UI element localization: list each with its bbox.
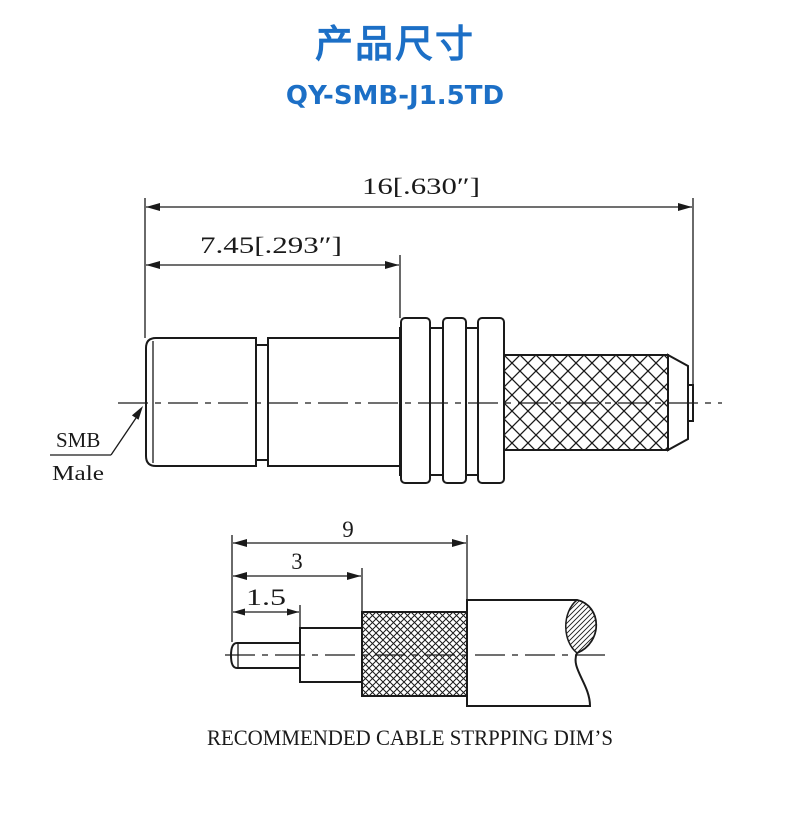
connector-drawing: 16[.630″] 7.45[.293″] bbox=[50, 174, 722, 485]
connector-nose bbox=[145, 337, 257, 467]
strip-pin-arrow-left bbox=[233, 608, 245, 616]
front-length-arrow-left bbox=[146, 261, 160, 269]
stripping-caption: RECOMMENDED CABLE STRPPING DIM’S bbox=[207, 725, 613, 750]
page-title: 产品尺寸 bbox=[314, 22, 475, 66]
jacket-break-section bbox=[565, 599, 597, 654]
interface-gender-label: Male bbox=[52, 461, 104, 485]
strip-braid-label: 3 bbox=[291, 549, 303, 574]
ring-1 bbox=[400, 317, 431, 484]
callout-arrow bbox=[131, 406, 143, 420]
cable-braid bbox=[361, 611, 468, 697]
overall-length-arrow-left bbox=[146, 203, 160, 211]
model-number: QY-SMB-J1.5TD bbox=[285, 81, 505, 111]
connector-shank bbox=[267, 337, 401, 467]
ring-2 bbox=[442, 317, 467, 484]
callout-leader-line bbox=[110, 417, 137, 456]
strip-braid-arrow-right bbox=[347, 572, 361, 580]
interface-type-label: SMB bbox=[56, 428, 100, 452]
strip-total-arrow-left bbox=[233, 539, 247, 547]
cable-stripping-drawing: 9 3 1.5 bbox=[207, 517, 613, 750]
strip-total-arrow-right bbox=[452, 539, 466, 547]
front-length-arrow-right bbox=[385, 261, 399, 269]
strip-total-label: 9 bbox=[342, 517, 354, 542]
overall-length-label: 16[.630″] bbox=[362, 174, 480, 199]
front-length-label: 7.45[.293″] bbox=[200, 233, 342, 258]
strip-pin-arrow-right bbox=[287, 608, 299, 616]
overall-length-arrow-right bbox=[678, 203, 692, 211]
strip-braid-arrow-left bbox=[233, 572, 247, 580]
strip-pin-label: 1.5 bbox=[246, 585, 286, 610]
ring-3 bbox=[477, 317, 505, 484]
